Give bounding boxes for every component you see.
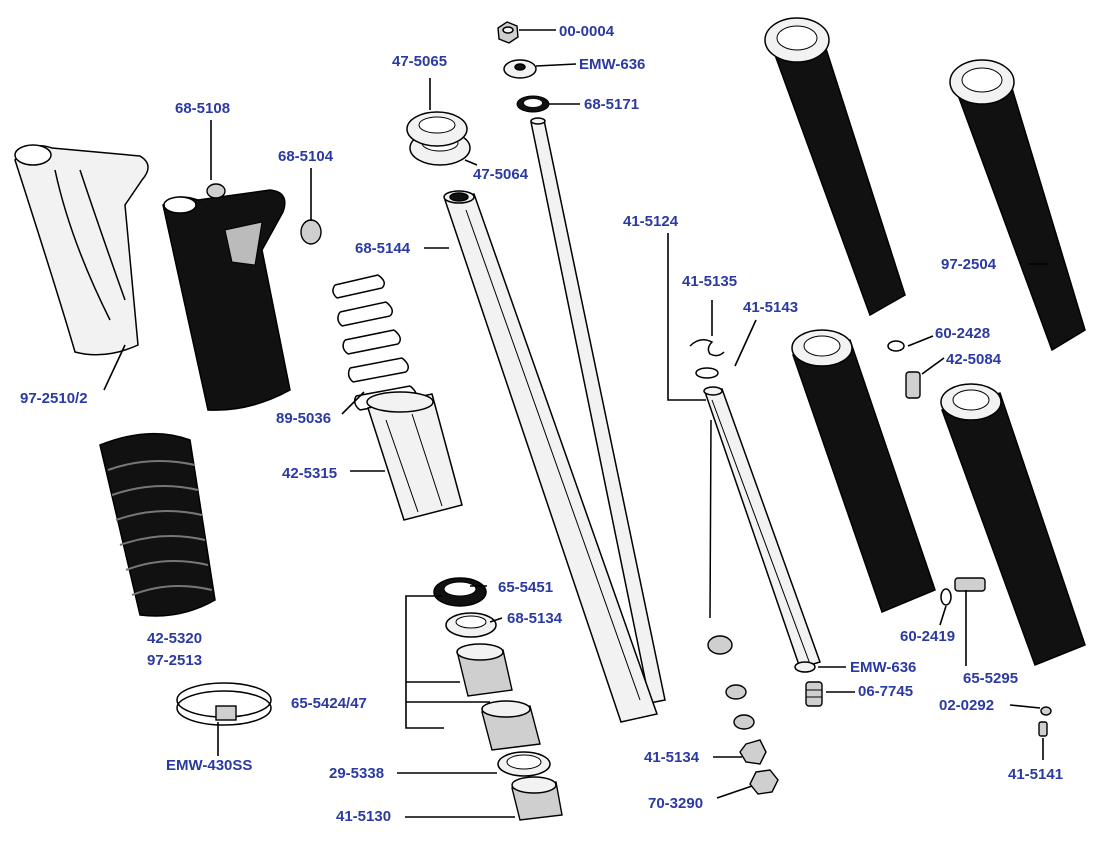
label-97-2513: 97-2513 bbox=[147, 652, 202, 669]
label-42-5084: 42-5084 bbox=[946, 351, 1002, 368]
hose-clamp-drawing bbox=[176, 682, 272, 726]
top-washer-drawing bbox=[503, 59, 537, 79]
label-68-5144: 68-5144 bbox=[355, 240, 411, 257]
fork-lower-leg-far-right-drawing bbox=[949, 59, 1086, 352]
top-nut-drawing bbox=[497, 21, 519, 44]
rubber-gaiter-drawing bbox=[99, 432, 216, 617]
label-97-2504: 97-2504 bbox=[941, 256, 997, 273]
right-side-fasteners-drawing bbox=[887, 340, 1052, 737]
label-00-0004: 00-0004 bbox=[559, 23, 615, 40]
label-41-5130: 41-5130 bbox=[336, 808, 391, 825]
label-65-5295: 65-5295 bbox=[963, 670, 1018, 687]
label-60-2428: 60-2428 bbox=[935, 325, 990, 342]
label-42-5315: 42-5315 bbox=[282, 465, 337, 482]
label-68-5171: 68-5171 bbox=[584, 96, 639, 113]
headlamp-ear-outline-drawing bbox=[14, 144, 149, 356]
leader-lines bbox=[103, 29, 1048, 818]
label-68-5108: 68-5108 bbox=[175, 100, 230, 117]
label-65-5451: 65-5451 bbox=[498, 579, 553, 596]
fork-lower-leg-center-drawing bbox=[791, 329, 936, 613]
label-60-2419: 60-2419 bbox=[900, 628, 955, 645]
label-41-5124: 41-5124 bbox=[623, 213, 679, 230]
label-41-5143: 41-5143 bbox=[743, 299, 798, 316]
label-65-5424-47: 65-5424/47 bbox=[291, 695, 367, 712]
rubber-rings-drawing bbox=[406, 111, 471, 166]
label-70-3290: 70-3290 bbox=[648, 795, 703, 812]
label-68-5134: 68-5134 bbox=[507, 610, 563, 627]
fork-spring-drawing bbox=[332, 274, 417, 411]
label-29-5338: 29-5338 bbox=[329, 765, 384, 782]
spring-sleeve-drawing bbox=[366, 391, 463, 521]
top-clip-drawing bbox=[516, 95, 550, 113]
drain-bolt-drawing bbox=[794, 661, 823, 707]
label-89-5036: 89-5036 bbox=[276, 410, 331, 427]
label-41-5135: 41-5135 bbox=[682, 273, 737, 290]
label-41-5134: 41-5134 bbox=[644, 749, 700, 766]
label-emw-430ss: EMW-430SS bbox=[166, 757, 252, 774]
label-emw-636-top: EMW-636 bbox=[579, 56, 645, 73]
label-47-5064: 47-5064 bbox=[473, 166, 529, 183]
label-42-5320: 42-5320 bbox=[147, 630, 202, 647]
label-68-5104: 68-5104 bbox=[278, 148, 334, 165]
ear-clip-drawing bbox=[300, 219, 322, 245]
label-41-5141: 41-5141 bbox=[1008, 766, 1063, 783]
fork-lower-leg-bottom-right-drawing bbox=[940, 383, 1086, 666]
fork-lower-leg-right-top-drawing bbox=[764, 17, 906, 317]
label-emw-636-bottom: EMW-636 bbox=[850, 659, 916, 676]
seal-bushing-stack-drawing bbox=[433, 577, 563, 821]
headlamp-ear-black-drawing bbox=[162, 183, 291, 411]
label-47-5065: 47-5065 bbox=[392, 53, 447, 70]
slider-tube-drawing bbox=[703, 386, 821, 669]
spring-clips-drawing bbox=[689, 339, 725, 379]
label-97-2510-2: 97-2510/2 bbox=[20, 390, 88, 407]
fork-tube-drawing bbox=[443, 190, 658, 723]
label-02-0292: 02-0292 bbox=[939, 697, 994, 714]
damper-rod-drawing bbox=[530, 117, 666, 704]
small-fittings-drawing bbox=[707, 635, 779, 795]
label-06-7745: 06-7745 bbox=[858, 683, 913, 700]
